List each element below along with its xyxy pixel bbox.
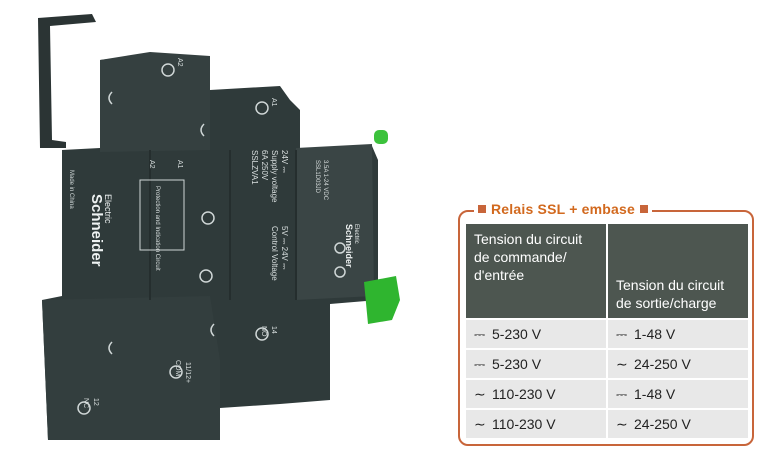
brand-sub: Electric (103, 194, 113, 224)
cell-text: 5-230 V (492, 326, 542, 342)
table-cell: ⎓ 1-48 V (608, 320, 748, 348)
screw-terminal-12 (77, 401, 91, 415)
green-connector (364, 276, 400, 324)
relay-product-image: Schneider Electric Made in China SSLZVA1… (38, 14, 400, 440)
cell-text: 110-230 V (492, 416, 556, 432)
screw-terminal-a2 (161, 63, 175, 77)
terminal-14-label: 14 (270, 326, 277, 334)
cell-text: 24-250 V (634, 416, 691, 432)
terminal-nc-label: NC (82, 398, 89, 408)
made-in-label: Made in China (68, 170, 74, 209)
cell-text: 1-48 V (634, 386, 676, 402)
ac-icon: ∼ (474, 416, 486, 432)
screw-terminal-11 (169, 365, 183, 379)
terminal-a2-label: A2 (176, 58, 183, 67)
terminal-a2-small: A2 (148, 160, 155, 169)
table-cell: ∼ 110-230 V (466, 380, 606, 408)
dc-icon: ⎓ (474, 326, 486, 342)
voltage-table-card: Relais SSL + embase Tension du circuit d… (458, 201, 754, 446)
card-title: Relais SSL + embase (474, 201, 653, 217)
terminal-11-label: 11/12+ (184, 362, 191, 383)
cell-text: 5-230 V (492, 356, 542, 372)
relay-brand-logo: Schneider (344, 224, 354, 268)
terminal-a1-label: A1 (270, 98, 277, 107)
voltage-table: Tension du circuit de commande/ d'entrée… (466, 224, 748, 438)
title-square-icon (640, 205, 649, 213)
terminal-12-label: 12 (92, 398, 99, 406)
screw-terminal-a1 (255, 101, 269, 115)
terminal-a1-small: A1 (176, 160, 183, 169)
ac-icon: ∼ (474, 386, 486, 402)
table-cell: ∼ 24-250 V (608, 350, 748, 378)
card-title-text: Relais SSL + embase (491, 201, 636, 217)
terminal-com-label: COM (174, 360, 181, 377)
status-led (374, 130, 388, 144)
table-cell: ⎓ 1-48 V (608, 380, 748, 408)
header-input-voltage: Tension du circuit de commande/ d'entrée (466, 224, 606, 318)
relay-module (296, 144, 374, 300)
upper-terminal-block (100, 52, 210, 152)
control-voltage-label: Control Voltage (270, 226, 279, 281)
table-cell: ⎓ 5-230 V (466, 350, 606, 378)
relay-model-label: SSL1D03JD (314, 160, 320, 194)
circuit-label: Protection and Indication Circuit (154, 186, 160, 271)
relay-illustration: Schneider Electric Made in China SSLZVA1… (38, 14, 400, 440)
table-cell: ∼ 24-250 V (608, 410, 748, 438)
cell-text: 24-250 V (634, 356, 691, 372)
table-cell: ⎓ 5-230 V (466, 320, 606, 348)
screw-terminal-14 (255, 327, 269, 341)
rating-label: 6A 250V (260, 150, 269, 181)
table-cell: ∼ 110-230 V (466, 410, 606, 438)
relay-brand-sub: Electric (353, 224, 359, 244)
dc-icon: ⎓ (474, 356, 486, 372)
header-output-voltage: Tension du circuit de sortie/charge (608, 224, 748, 318)
control-voltage-value: 5V ⎓ 24V ⎓ (280, 226, 289, 270)
dc-icon: ⎓ (616, 326, 628, 342)
lower-terminal-block (42, 296, 220, 440)
ac-icon: ∼ (616, 416, 628, 432)
terminal-no-label: NO (260, 326, 267, 337)
title-square-icon (478, 205, 486, 213)
model-label: SSLZVA1 (250, 150, 259, 185)
cell-text: 110-230 V (492, 386, 556, 402)
supply-voltage-label: Supply voltage (270, 150, 279, 203)
supply-voltage-value: 24V ⎓ (280, 150, 289, 173)
relay-rating-label: 3.5A 1-24 VDC (322, 160, 328, 201)
retaining-clip (38, 14, 96, 148)
cell-text: 1-48 V (634, 326, 676, 342)
brand-logo: Schneider (88, 194, 105, 267)
circuit-box (139, 179, 185, 251)
header-output-voltage-text: Tension du circuit de sortie/charge (616, 277, 725, 311)
dc-icon: ⎓ (616, 386, 628, 402)
ac-icon: ∼ (616, 356, 628, 372)
